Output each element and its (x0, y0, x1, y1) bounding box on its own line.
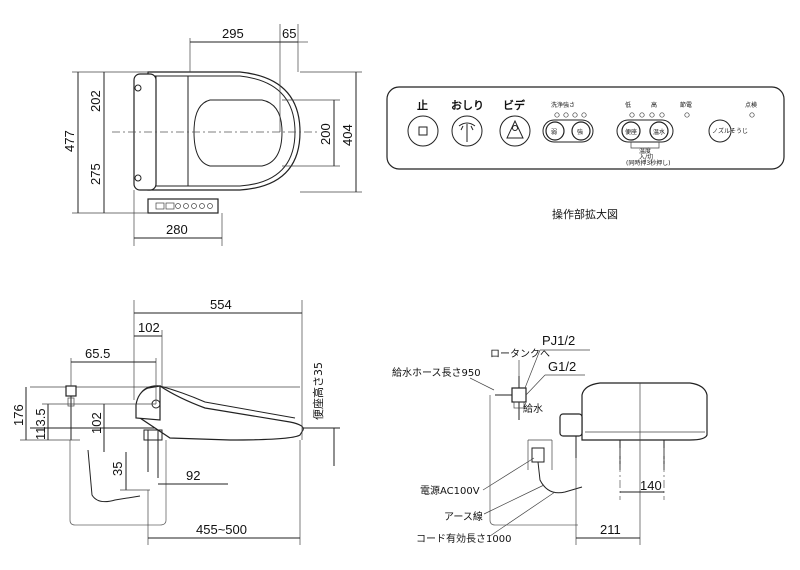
dim-rim-height: 便座高さ35 (311, 362, 325, 420)
stop-icon (418, 126, 428, 136)
label-strong: 強 (577, 128, 583, 136)
dim-455-500: 455~500 (196, 522, 247, 537)
label-onoff: 入/切 (639, 154, 653, 161)
dim-202: 202 (88, 90, 103, 112)
label-low-tank: ロータンクへ (490, 348, 550, 360)
nozzle-clean-button (708, 119, 732, 143)
oshiri-spray-icon (458, 122, 476, 142)
oshiri-button (451, 115, 483, 147)
panel-caption: 操作部拡大図 (552, 207, 618, 221)
wash-strength-pill (542, 119, 594, 143)
label-weak: 弱 (551, 129, 557, 136)
label-high: 高 (651, 101, 657, 109)
label-oshiri: おしり (451, 99, 484, 112)
dim-176: 176 (11, 404, 26, 426)
label-warm-water: 温水 (653, 128, 665, 136)
dim-92: 92 (186, 468, 200, 483)
dim-200: 200 (318, 123, 333, 145)
piping-view: PJ1/2 G1/2 ロータンクへ 給水ホース長さ950 給水 電源AC100V… (392, 333, 708, 545)
label-cord: コード有効長さ1000 (416, 532, 511, 545)
dim-35: 35 (110, 462, 125, 476)
label-pj: PJ1/2 (542, 333, 575, 348)
top-view: 295 65 477 202 275 200 404 280 (62, 24, 362, 246)
bidet-icon (506, 119, 524, 139)
label-supply: 給水 (523, 402, 543, 415)
label-temp: 温度 (639, 147, 651, 155)
label-check: 点検 (745, 101, 757, 109)
side-view: 554 102 65.5 176 113.5 102 35 92 455~500… (11, 297, 340, 545)
dim-404: 404 (340, 124, 355, 146)
label-nozzle-clean: ノズルそうじ (712, 127, 748, 135)
dim-113-5: 113.5 (33, 408, 48, 440)
label-supply-hose: 給水ホース長さ950 (392, 366, 481, 379)
stop-button (407, 115, 439, 147)
bidet-button (499, 115, 531, 147)
dim-65-5: 65.5 (85, 346, 110, 361)
dim-554: 554 (210, 297, 232, 312)
dim-140: 140 (640, 478, 662, 493)
dim-295: 295 (222, 26, 244, 41)
label-power: 電源AC100V (420, 484, 480, 497)
dim-65: 65 (282, 26, 296, 41)
label-stop: 止 (417, 98, 428, 112)
dim-280: 280 (166, 222, 188, 237)
dim-102-left: 102 (89, 412, 104, 434)
label-onoff-note: (同時押3秒押し) (626, 159, 671, 167)
dim-275: 275 (88, 163, 103, 185)
label-ground: アース線 (444, 510, 483, 523)
temperature-pill (616, 119, 674, 143)
dim-477: 477 (62, 130, 77, 152)
label-power-save: 節電 (680, 101, 692, 109)
label-g: G1/2 (548, 359, 576, 374)
label-low: 低 (625, 101, 631, 109)
dim-211: 211 (600, 522, 621, 537)
label-bidet: ビデ (503, 98, 526, 112)
label-toilet-seat: 便座 (625, 128, 637, 136)
dim-102-top: 102 (138, 320, 160, 335)
control-panel-enlarged: 止 おしり ビデ 洗浄強さ 低 高 節電 点検 弱 強 (386, 86, 785, 221)
label-wash-strength: 洗浄強さ (551, 101, 575, 109)
